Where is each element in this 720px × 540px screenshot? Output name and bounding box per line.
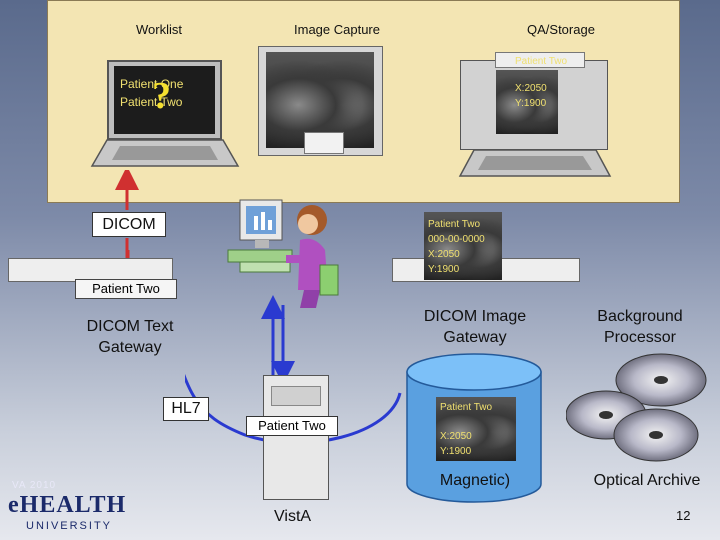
ehealth-university-logo: VA 2010 eHEALTH UNIVERSITY (2, 474, 132, 538)
worklist-label: Worklist (136, 22, 182, 37)
logo-va-text: VA 2010 (12, 480, 57, 491)
storage-x-coordinate: X:2050 (440, 431, 472, 442)
worklist-laptop-keyboard (90, 139, 240, 167)
gateway-y-coordinate: Y:1900 (428, 264, 460, 275)
background-processor-label: Background Processor (597, 308, 683, 346)
storage-patient-name: Patient Two (440, 402, 493, 413)
capture-device-base (304, 132, 344, 154)
worklist-patient-two: Patient Two (120, 95, 183, 109)
qa-keyboard (458, 149, 612, 177)
gateway-xray-screen (424, 212, 502, 280)
qa-patient-name: Patient Two (515, 56, 568, 67)
worklist-laptop-screen: Patient One Patient Two ? (114, 66, 215, 134)
dicom-text-gateway-label: DICOM Text Gateway (86, 318, 174, 356)
vista-drive-bay (271, 386, 321, 406)
vista-patient-two: Patient Two (246, 416, 338, 436)
dicom-image-gateway-label: DICOM Image Gateway (423, 308, 527, 346)
qa-monitor-screen (496, 70, 558, 134)
vista-label: VistA (274, 508, 312, 525)
qa-workstation-top (495, 52, 585, 68)
image-capture-label: Image Capture (294, 22, 380, 37)
question-mark-icon: ? (152, 75, 171, 117)
hl7-blue-arrows (185, 295, 402, 445)
gateway-ssn: 000-00-0000 (428, 234, 485, 245)
optical-archive-label: Optical Archive (593, 472, 701, 489)
storage-xray-screen (436, 397, 516, 461)
magnetic-label: Magnetic) (439, 472, 511, 489)
optical-discs-icon (566, 353, 707, 462)
logo-health-text: eHEALTH (8, 492, 127, 518)
qa-storage-label: QA/Storage (527, 22, 595, 37)
qa-x-coordinate: X:2050 (515, 83, 547, 94)
logo-university-text: UNIVERSITY (26, 520, 113, 532)
gateway-patient-name: Patient Two (428, 219, 481, 230)
dicom-label: DICOM (92, 212, 166, 237)
worklist-patient-one: Patient One (120, 77, 184, 91)
hl7-label: HL7 (163, 397, 209, 421)
qa-y-coordinate: Y:1900 (515, 98, 547, 109)
patient-two-bar: Patient Two (75, 279, 177, 299)
technician-illustration (227, 199, 339, 308)
storage-y-coordinate: Y:1900 (440, 446, 472, 457)
slide-number: 12 (676, 508, 691, 523)
gateway-x-coordinate: X:2050 (428, 249, 460, 260)
